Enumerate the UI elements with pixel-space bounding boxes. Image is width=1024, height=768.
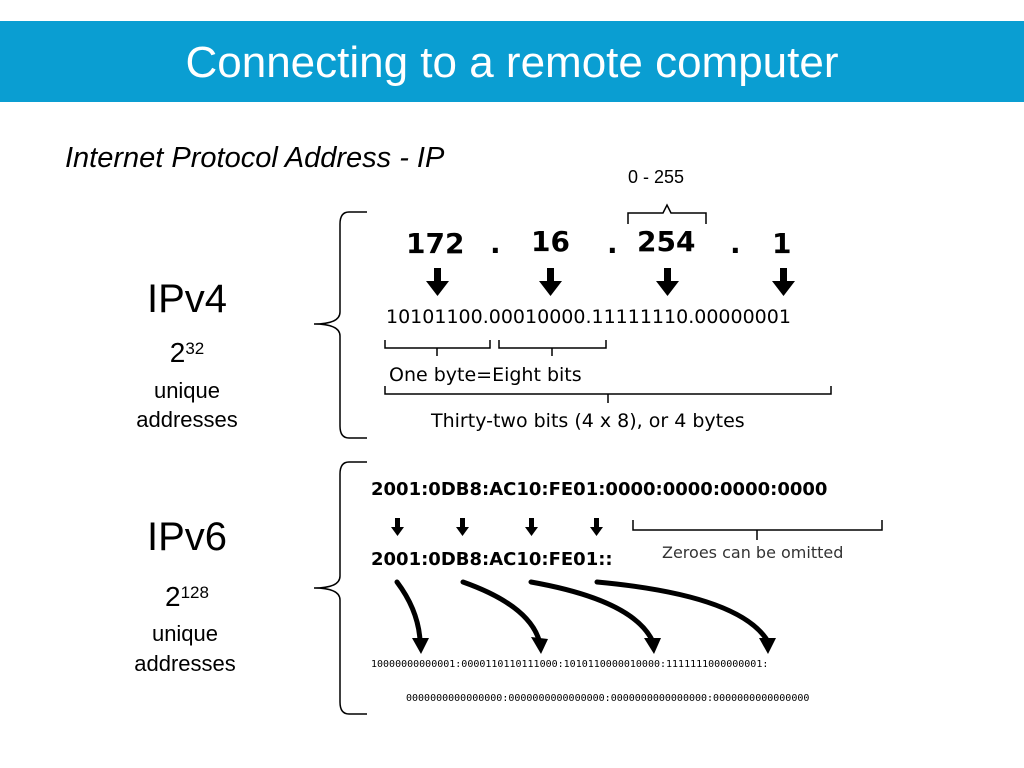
bits-total-bracket [384,386,832,403]
curved-arrow-2 [460,579,542,643]
curved-arrow-head-1 [412,638,429,654]
ipv4-power-base: 2 [169,337,186,368]
byte-bracket-1 [384,340,491,356]
ipv6-power-exp: 128 [180,583,209,602]
byte-note: One byte=Eight bits [389,364,582,386]
ipv4-desc-1: unique [153,378,221,403]
curved-arrow-4 [594,579,770,643]
dot-1: . [490,227,501,260]
arrow-down-icon [590,518,603,536]
octet-2: 16 [531,225,570,258]
subtitle: Internet Protocol Address - IP [65,142,445,174]
ipv4-address-count: 232 [127,337,247,369]
arrow-down-icon [656,268,679,296]
octet-range: 0 - 255 [628,167,685,187]
page-title: Connecting to a remote computer [185,38,839,87]
ipv6-full-address: 2001:0DB8:AC10:FE01:0000:0000:0000:0000 [371,479,828,500]
total-bits-note: Thirty-two bits (4 x 8), or 4 bytes [431,410,745,432]
ipv6-desc-1: unique [151,621,219,646]
dot-2: . [607,227,618,260]
ipv4-brace [313,211,367,439]
zeroes-bracket [632,520,883,540]
curved-arrow-1 [394,579,423,643]
ipv4-binary: 10101100.00010000.11111110.00000001 [386,306,791,328]
octet-3: 254 [637,225,696,258]
curved-arrow-head-3 [644,638,661,654]
arrow-down-icon [772,268,795,296]
ipv4-power-exp: 32 [185,339,205,358]
ipv4-desc-2: addresses [136,407,238,432]
title-bar [0,21,1024,102]
ipv6-power-base: 2 [165,581,181,612]
arrow-down-icon [539,268,562,296]
dot-3: . [730,227,741,260]
ipv6-address-count: 2128 [127,581,247,613]
ipv4-label: IPv4 [146,277,228,321]
ipv6-short-address: 2001:0DB8:AC10:FE01:: [371,549,613,570]
octet-1: 172 [406,227,465,260]
octet-4: 1 [772,227,792,260]
zeroes-note: Zeroes can be omitted [662,543,844,562]
arrow-down-icon [391,518,404,536]
ipv6-binary-line-1: 10000000000001:0000110110111000:10101100… [371,659,769,670]
arrow-down-icon [426,268,449,296]
ipv6-brace [313,461,367,715]
octet-range-bracket [627,203,707,224]
ipv6-desc-2: addresses [134,651,236,676]
ipv6-label: IPv6 [146,515,228,559]
curved-arrow-3 [528,579,655,643]
arrow-down-icon [456,518,469,536]
ipv6-binary-line-2: 0000000000000000:0000000000000000:000000… [406,693,810,704]
byte-bracket-2 [498,340,607,356]
curved-arrow-head-4 [759,638,776,654]
curved-arrow-head-2 [531,637,548,654]
arrow-down-icon [525,518,538,536]
